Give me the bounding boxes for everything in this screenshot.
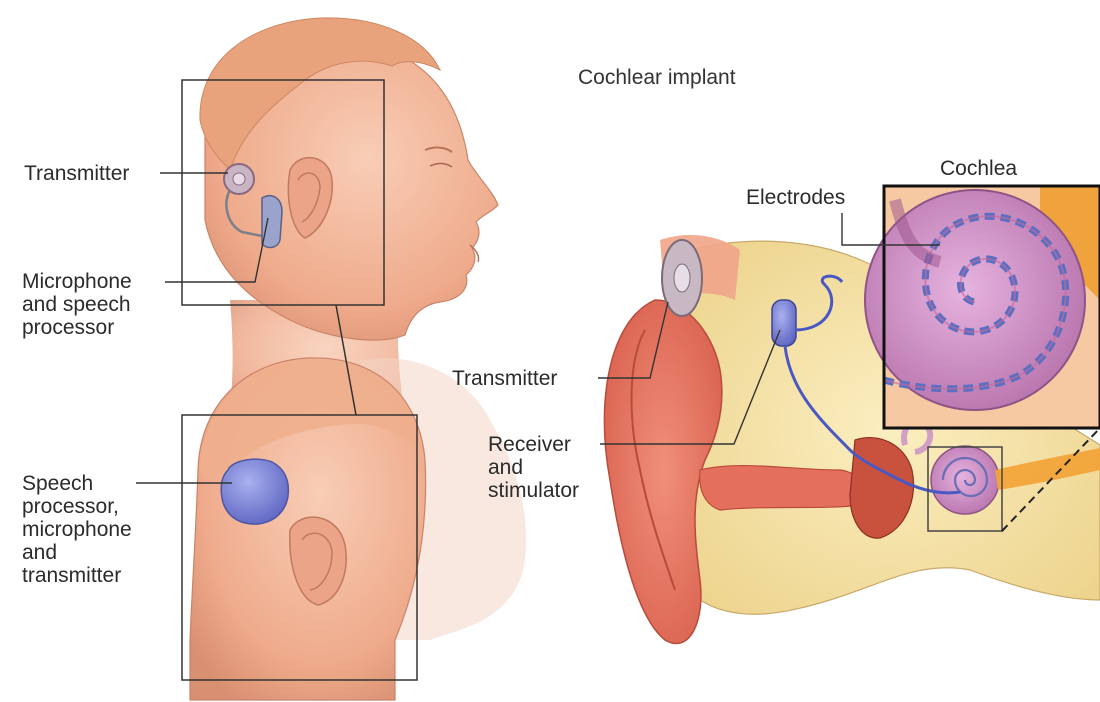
diagram-title: Cochlear implant xyxy=(578,66,736,89)
ear-canal xyxy=(700,466,865,510)
upper-head-illustration xyxy=(200,18,498,420)
label-transmitter-right: Transmitter xyxy=(452,367,557,390)
upper-speech-processor xyxy=(262,196,282,248)
label-line: transmitter xyxy=(22,564,132,587)
label-line: processor, xyxy=(22,495,132,518)
label-transmitter-left: Transmitter xyxy=(24,162,129,185)
label-electrodes: Electrodes xyxy=(746,186,845,209)
label-line: and speech xyxy=(22,293,132,316)
cochlea-zoom-inset xyxy=(865,186,1100,428)
label-line: Microphone xyxy=(22,270,132,293)
label-cochlea: Cochlea xyxy=(940,157,1017,180)
lower-combined-device xyxy=(221,459,288,524)
label-line: processor xyxy=(22,316,132,339)
label-line: microphone xyxy=(22,518,132,541)
label-speech-processor-combo: Speech processor, microphone and transmi… xyxy=(22,472,132,587)
label-microphone-speech-processor: Microphone and speech processor xyxy=(22,270,132,339)
label-line: and xyxy=(22,541,132,564)
lower-head-illustration xyxy=(190,358,526,700)
label-receiver-stimulator: Receiver and stimulator xyxy=(488,433,579,502)
label-line: stimulator xyxy=(488,479,579,502)
label-line: Speech xyxy=(22,472,132,495)
label-line: Receiver xyxy=(488,433,579,456)
label-line: and xyxy=(488,456,579,479)
